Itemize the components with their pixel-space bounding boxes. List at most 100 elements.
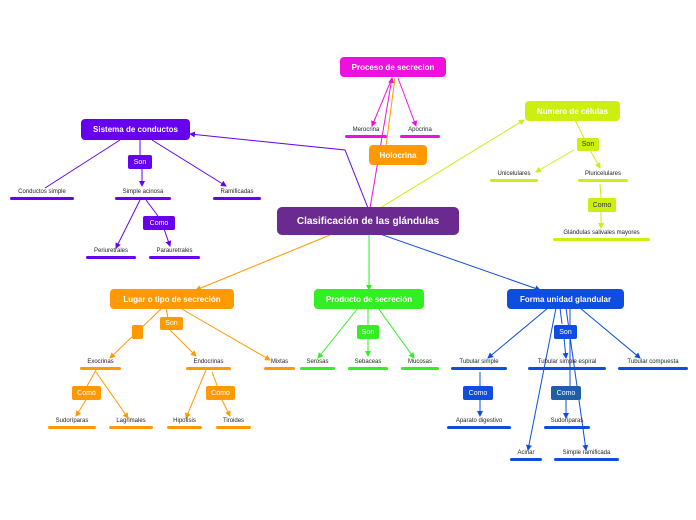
- leaf-mixtas[interactable]: Mixtas: [264, 359, 295, 370]
- connector-como[interactable]: Como: [551, 386, 581, 400]
- leaf-label: Conductos simple: [18, 189, 66, 195]
- connector-son[interactable]: Son: [128, 155, 152, 169]
- underline: [10, 197, 74, 200]
- leaf-label: Acinar: [517, 450, 535, 456]
- underline: [510, 458, 542, 461]
- leaf-label: Merocrina: [352, 127, 380, 133]
- underline: [490, 179, 538, 182]
- connector-como[interactable]: Como: [588, 198, 616, 212]
- leaf-label: Ramificadas: [220, 189, 254, 195]
- leaf-label: Pluricelulares: [584, 171, 621, 177]
- connector-como[interactable]: Como: [72, 386, 101, 400]
- underline: [451, 367, 507, 370]
- leaf-ramificadas[interactable]: Ramificadas: [213, 189, 261, 200]
- leaf-label: Parauretrales: [156, 248, 193, 254]
- central-topic[interactable]: Clasificación de las glándulas: [277, 207, 459, 235]
- connector-como[interactable]: Como: [463, 386, 493, 400]
- underline: [554, 458, 619, 461]
- underline: [578, 179, 628, 182]
- leaf-serosas[interactable]: Serosas: [300, 359, 335, 370]
- underline: [149, 256, 200, 259]
- underline: [553, 238, 650, 241]
- underline: [167, 426, 202, 429]
- leaf-unicelulares[interactable]: Unicelulares: [490, 171, 538, 182]
- leaf-label: Unicelulares: [497, 171, 531, 177]
- leaf-label: Mucosas: [407, 359, 432, 365]
- leaf-tiroides[interactable]: Tiroides: [216, 418, 251, 429]
- leaf-tubular-compuesta[interactable]: Tubular compuesta: [618, 359, 688, 370]
- topic-proceso-de-secrecion[interactable]: Proceso de secrecion: [340, 57, 446, 77]
- leaf-label: Simple ramificada: [562, 450, 611, 456]
- underline: [345, 135, 387, 138]
- underline: [109, 426, 153, 429]
- leaf-label: Exocrinas: [87, 359, 114, 365]
- underline: [115, 197, 171, 200]
- leaf-label: Serosas: [306, 359, 329, 365]
- leaf-tubular-simple[interactable]: Tubular simple: [451, 359, 507, 370]
- connector-como[interactable]: Como: [143, 216, 175, 230]
- leaf-tubular-simple-espiral[interactable]: Tubular simple espiral: [528, 359, 606, 370]
- leaf-periuretrales[interactable]: Periuretrales: [86, 248, 136, 259]
- underline: [48, 426, 96, 429]
- underline: [80, 367, 121, 370]
- topic-producto-de-secrecion[interactable]: Producto de secreción: [314, 289, 424, 309]
- connector-empty[interactable]: [132, 325, 143, 339]
- topic-numero-de-celulas[interactable]: Numero de células: [525, 101, 620, 121]
- leaf-sudoriparas-forma[interactable]: Sudoríparas: [544, 418, 590, 429]
- topic-sistema-de-conductos[interactable]: Sistema de conductos: [81, 119, 190, 140]
- leaf-exocrinas[interactable]: Exocrinas: [80, 359, 121, 370]
- leaf-apocrina[interactable]: Apocrina: [400, 127, 440, 138]
- underline: [300, 367, 335, 370]
- underline: [401, 367, 439, 370]
- underline: [618, 367, 688, 370]
- underline: [400, 135, 440, 138]
- leaf-lagrimales[interactable]: Lagrimales: [109, 418, 153, 429]
- leaf-pluricelulares[interactable]: Pluricelulares: [578, 171, 628, 182]
- leaf-label: Sudoríparas: [550, 418, 584, 424]
- leaf-label: Hipofisis: [173, 418, 196, 424]
- leaf-label: Tubular simple: [459, 359, 499, 365]
- underline: [264, 367, 295, 370]
- leaf-label: Simple acinosa: [122, 189, 164, 195]
- leaf-conductos-simple[interactable]: Conductos simple: [10, 189, 74, 200]
- leaf-endocrinas[interactable]: Endocrinas: [186, 359, 231, 370]
- topic-forma-unidad-glandular[interactable]: Forma unidad glandular: [507, 289, 624, 309]
- topic-lugar-o-tipo-de-secrecion[interactable]: Lugar o tipo de secreción: [110, 289, 234, 309]
- leaf-label: Tiroides: [222, 418, 245, 424]
- leaf-label: Periuretrales: [93, 248, 128, 254]
- underline: [544, 426, 590, 429]
- leaf-mucosas[interactable]: Mucosas: [401, 359, 439, 370]
- underline: [447, 426, 511, 429]
- underline: [528, 367, 606, 370]
- leaf-sudoriparas[interactable]: Sudoríparas: [48, 418, 96, 429]
- leaf-label: Glándulas salivales mayores: [563, 230, 640, 236]
- connector-son[interactable]: Son: [160, 317, 183, 330]
- connector-son[interactable]: Son: [577, 138, 599, 151]
- leaf-simple-ramificada[interactable]: Simple ramificada: [554, 450, 619, 461]
- connector-son[interactable]: Son: [357, 325, 379, 339]
- underline: [216, 426, 251, 429]
- connector-son[interactable]: Son: [554, 325, 577, 339]
- leaf-label: Tubular simple espiral: [537, 359, 597, 365]
- underline: [86, 256, 136, 259]
- leaf-label: Tubular compuesta: [627, 359, 679, 365]
- leaf-hipofisis[interactable]: Hipofisis: [167, 418, 202, 429]
- leaf-label: Lagrimales: [116, 418, 146, 424]
- leaf-acinar[interactable]: Acinar: [510, 450, 542, 461]
- leaf-label: Apocrina: [408, 127, 432, 133]
- leaf-label: Mixtas: [270, 359, 289, 365]
- underline: [186, 367, 231, 370]
- connector-como[interactable]: Como: [206, 386, 235, 400]
- leaf-label: Sebaceas: [354, 359, 382, 365]
- leaf-simple-acinosa[interactable]: Simple acinosa: [115, 189, 171, 200]
- leaf-aparato-digestivo[interactable]: Aparato digestivo: [447, 418, 511, 429]
- leaf-parauretrales[interactable]: Parauretrales: [149, 248, 200, 259]
- leaf-label: Aparato digestivo: [455, 418, 503, 424]
- underline: [348, 367, 388, 370]
- leaf-merocrina[interactable]: Merocrina: [345, 127, 387, 138]
- leaf-sebaceas[interactable]: Sebaceas: [348, 359, 388, 370]
- topic-holocrina[interactable]: Holocrina: [369, 145, 427, 165]
- leaf-glandulas-salivales-mayores[interactable]: Glándulas salivales mayores: [553, 230, 650, 241]
